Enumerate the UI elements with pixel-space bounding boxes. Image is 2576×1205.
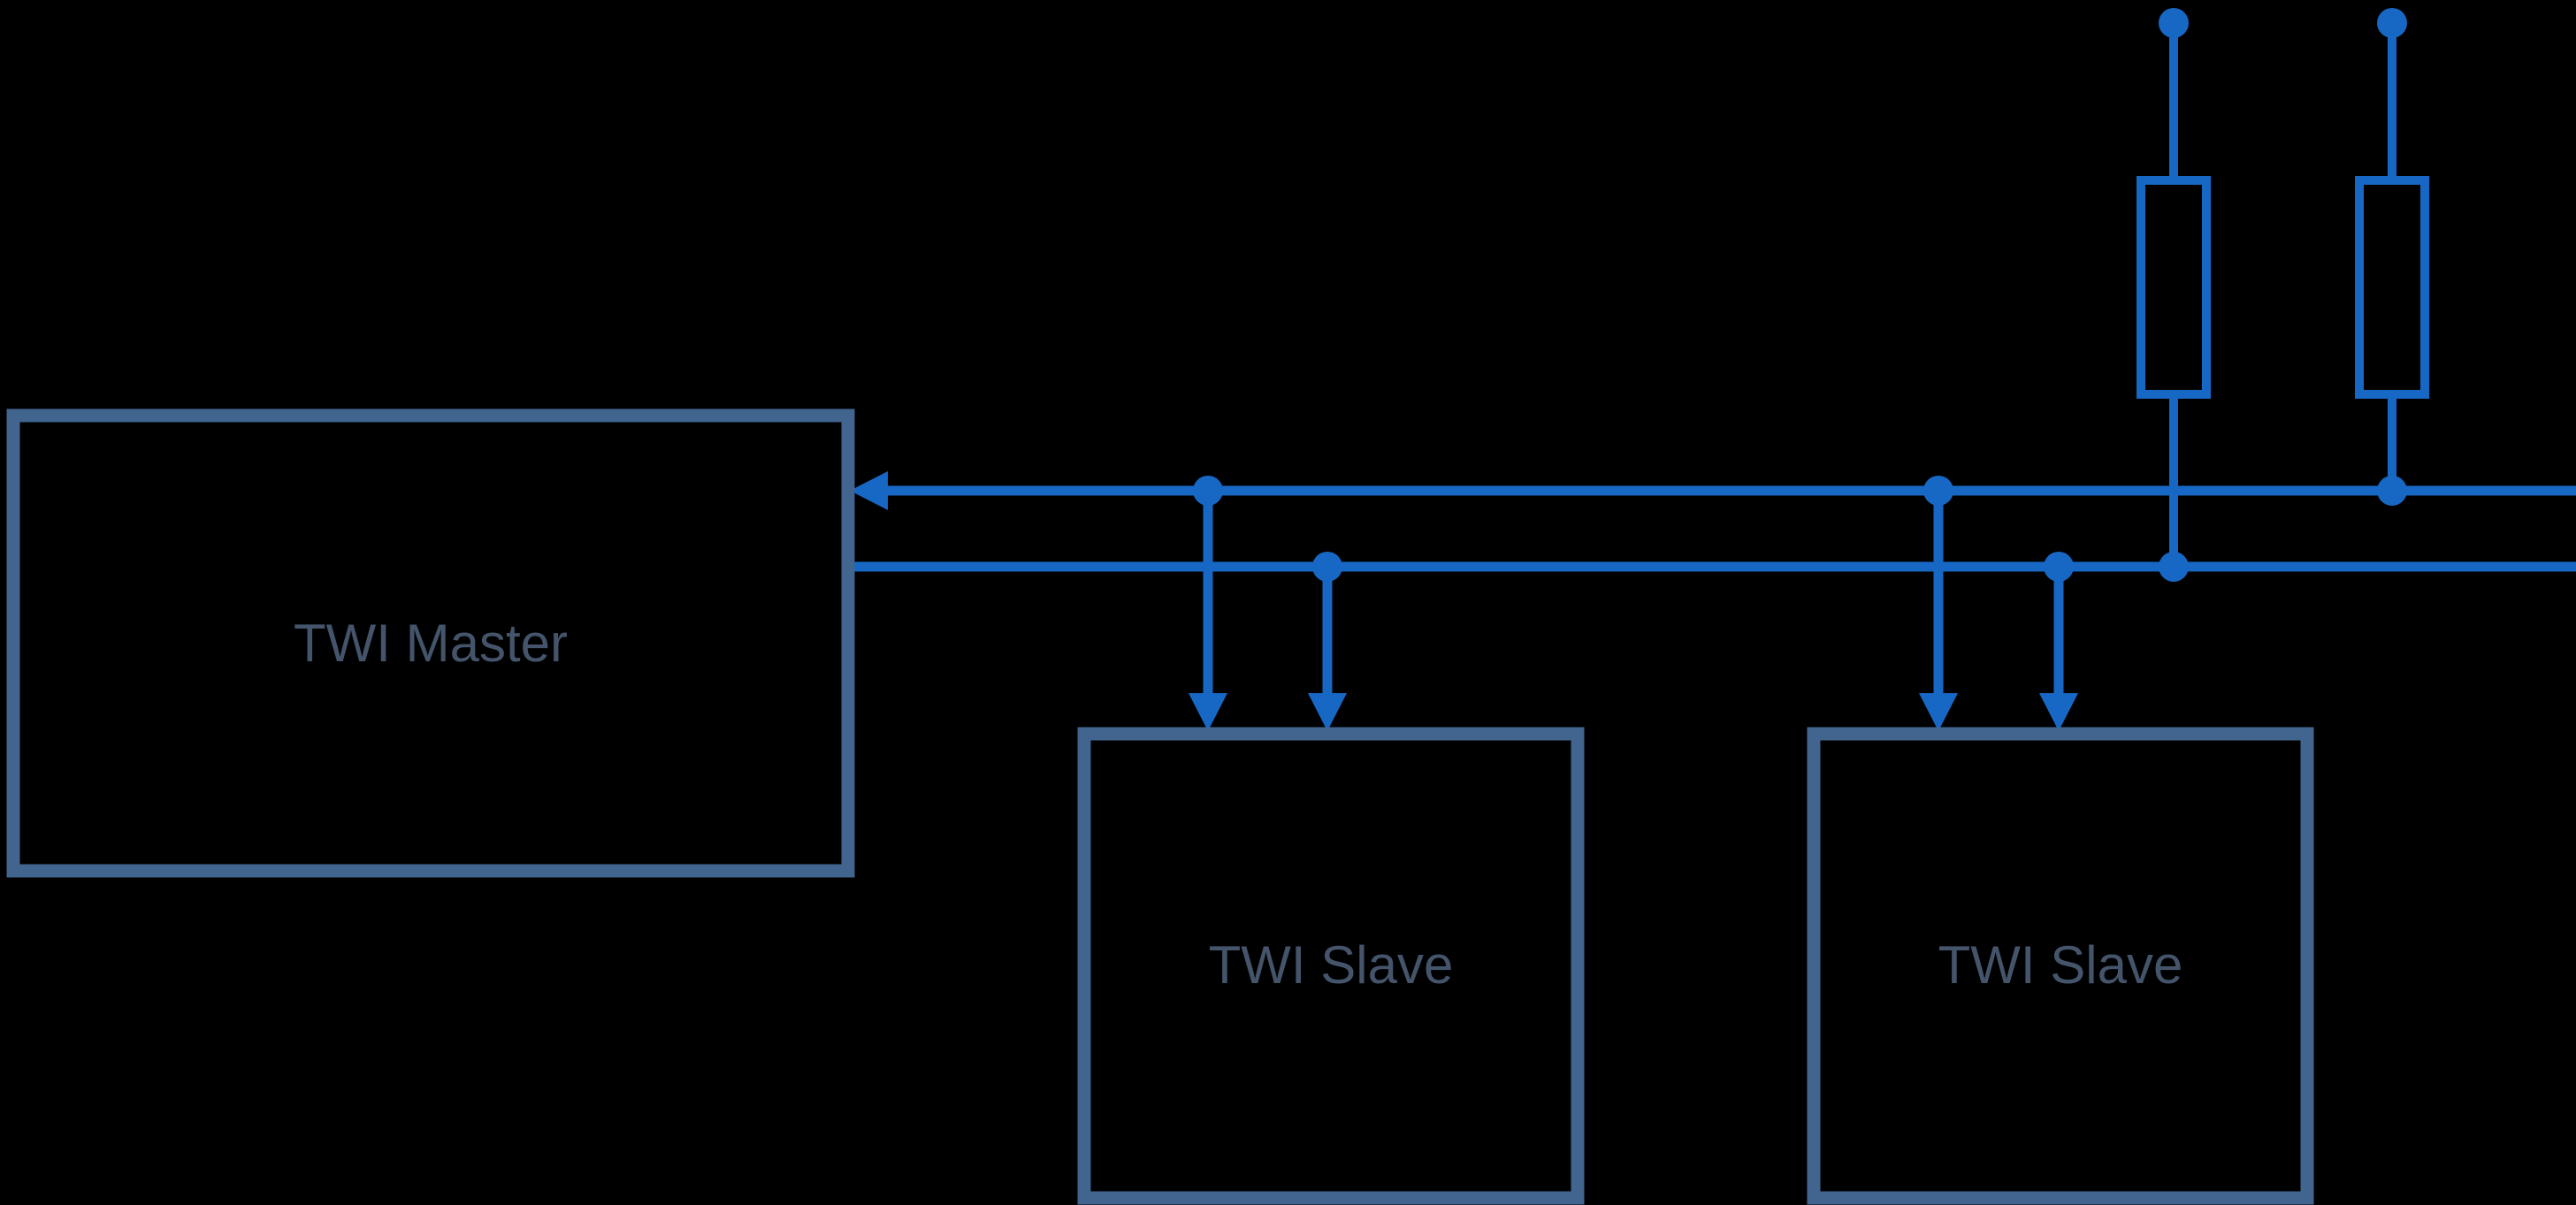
down-arrow-icon-slave2-right (2039, 693, 2078, 731)
twi-master-box (6, 408, 855, 878)
twi-slave2-label: TWI Slave (1938, 935, 2183, 995)
down-arrow-icon-slave2-left (1919, 693, 1958, 731)
twi-slave1-box (1077, 727, 1585, 1205)
down-arrow-icon-slave1-left (1189, 693, 1227, 731)
twi-slave1-label: TWI Slave (1209, 935, 1454, 995)
twi-slave2-box (1807, 727, 2314, 1205)
junction-dot-resistor-left (2159, 552, 2189, 582)
junction-dot-resistor-right (2377, 476, 2407, 506)
pullup-resistor-left (2136, 176, 2211, 399)
twi-master-label: TWI Master (294, 614, 568, 673)
pullup-resistor-right (2355, 176, 2429, 399)
arrow-into-master-icon (850, 471, 888, 510)
down-arrow-icon-slave1-right (1308, 693, 1347, 731)
